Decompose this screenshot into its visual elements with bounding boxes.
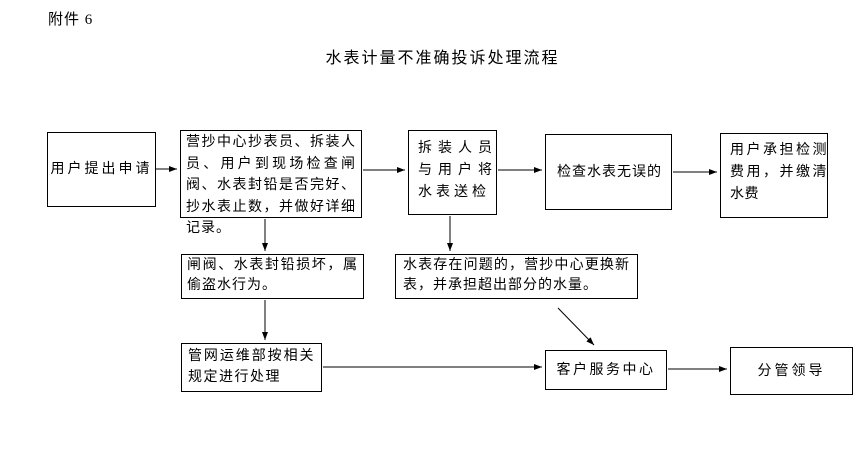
page-title: 水表计量不准确投诉处理流程	[325, 50, 560, 67]
arrow-meter-faulty-to-service	[557, 307, 595, 346]
node-seal-damaged: 闸阀、水表封铅损坏，属偷盗水行为。	[181, 254, 364, 299]
node-customer-service-center: 客户服务中心	[545, 350, 667, 390]
node-pipe-network-dept: 管网运维部按相关规定进行处理	[181, 343, 322, 392]
node-leader-in-charge: 分管领导	[730, 347, 853, 395]
node-site-check: 营抄中心抄表员、拆装人员、用户到现场检查闸阀、水表封铅是否完好、抄水表止数，并做…	[180, 130, 362, 236]
attachment-label: 附件 6	[48, 12, 94, 28]
node-meter-faulty: 水表存在问题的，营抄中心更换新表，并承担超出部分的水量。	[395, 254, 638, 299]
node-user-bears-fee: 用户承担检测费用，并缴清水费	[720, 133, 828, 218]
node-meter-correct: 检查水表无误的	[545, 134, 672, 210]
node-send-meter-for-test: 拆装人员与用户将水表送检	[408, 130, 497, 215]
node-user-apply: 用户提出申请	[47, 132, 156, 207]
